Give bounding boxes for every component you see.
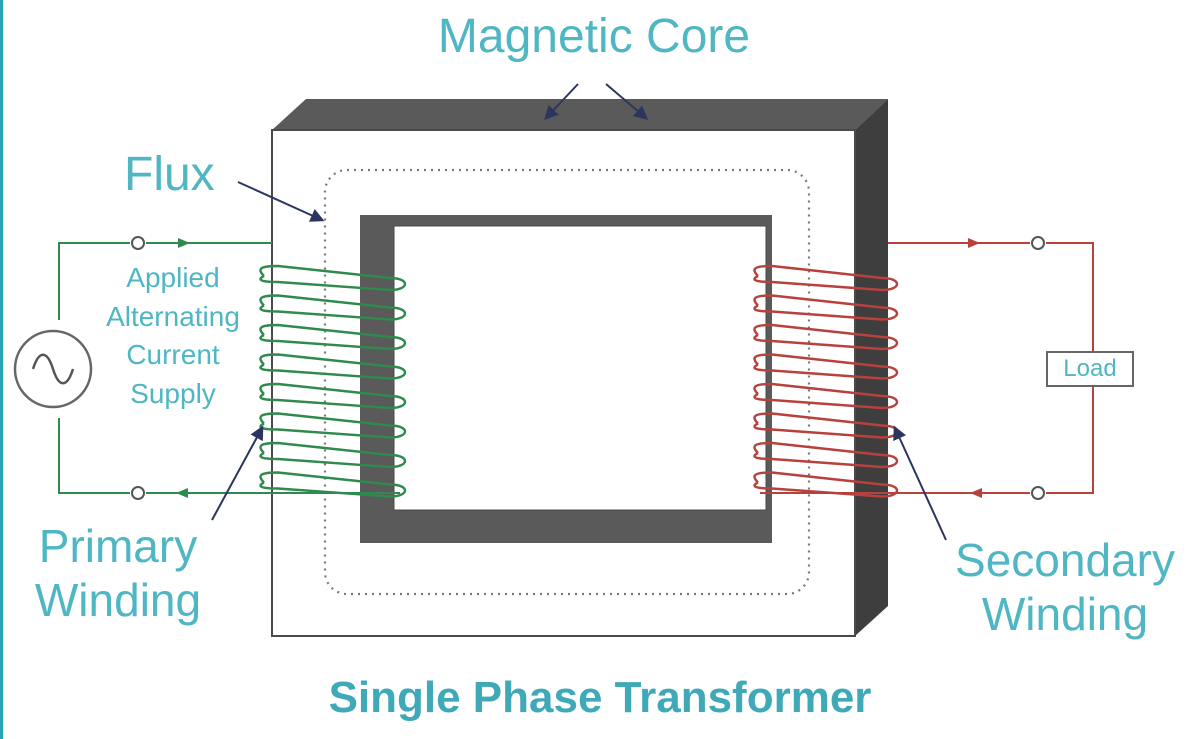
magnetic-core-pointer-left (544, 83, 579, 121)
ac-source-icon (13, 329, 93, 409)
supply-label-line: Supply (130, 378, 216, 409)
load-label: Load (1063, 355, 1116, 382)
flux-label: Flux (124, 148, 215, 201)
secondary-winding-label: Secondary Winding (955, 534, 1175, 640)
core-window-hole (393, 225, 767, 511)
supply-label-line: Alternating (106, 301, 240, 332)
terminal-node-icon (1031, 486, 1045, 500)
primary-coil-turn (259, 382, 407, 410)
diagram-title: Single Phase Transformer (329, 673, 872, 722)
secondary-coil-turn (753, 382, 899, 410)
secondary-current-arrow-bottom (970, 488, 982, 498)
terminal-node-icon (1031, 236, 1045, 250)
secondary-coil-turn (753, 264, 899, 292)
secondary-winding-pointer (893, 425, 947, 541)
primary-coil-turn (259, 294, 407, 321)
load-box (1046, 351, 1134, 387)
secondary-coil-turn (753, 294, 899, 321)
secondary-circuit: Load (753, 236, 1134, 500)
core-top-face (272, 99, 888, 130)
frame-left-border (0, 0, 3, 739)
primary-circuit (13, 236, 407, 500)
primary-winding-coil (259, 264, 407, 498)
secondary-coil-turn (753, 471, 899, 498)
primary-current-arrow-bottom (176, 488, 188, 498)
primary-winding-label-line: Primary (39, 520, 197, 572)
primary-winding-pointer (211, 425, 264, 521)
magnetic-core (271, 99, 888, 637)
secondary-coil-turn (753, 441, 899, 469)
magnetic-core-pointer-right (605, 83, 649, 120)
secondary-winding-label-line: Secondary (955, 534, 1175, 586)
secondary-winding-coil (753, 264, 899, 498)
pointer-arrows (211, 83, 947, 541)
primary-coil-turn (259, 471, 407, 498)
primary-coil-turn (259, 323, 407, 351)
supply-label: Applied Alternating Current Supply (106, 262, 240, 409)
terminal-node-icon (131, 236, 145, 250)
primary-current-arrow-top (178, 238, 190, 248)
secondary-coil-turn (753, 353, 899, 380)
supply-label-line: Applied (126, 262, 219, 293)
core-side-face (855, 99, 888, 636)
magnetic-core-label: Magnetic Core (438, 10, 750, 63)
terminal-node-icon (131, 486, 145, 500)
primary-coil-turn (259, 353, 407, 380)
primary-coil-turn (259, 264, 407, 292)
secondary-wire-top-right (1046, 242, 1094, 352)
primary-wire-top-left (58, 242, 130, 320)
secondary-wire-bottom-right (1046, 386, 1094, 494)
flux-pointer (237, 181, 325, 222)
supply-label-line: Current (126, 339, 220, 370)
secondary-current-arrow-top (968, 238, 980, 248)
primary-winding-label: Primary Winding (35, 520, 201, 626)
secondary-coil-turn (753, 323, 899, 351)
primary-wire-bottom-left (58, 418, 130, 494)
primary-winding-label-line: Winding (35, 574, 201, 626)
primary-coil-turn (259, 441, 407, 469)
secondary-winding-label-line: Winding (982, 588, 1148, 640)
